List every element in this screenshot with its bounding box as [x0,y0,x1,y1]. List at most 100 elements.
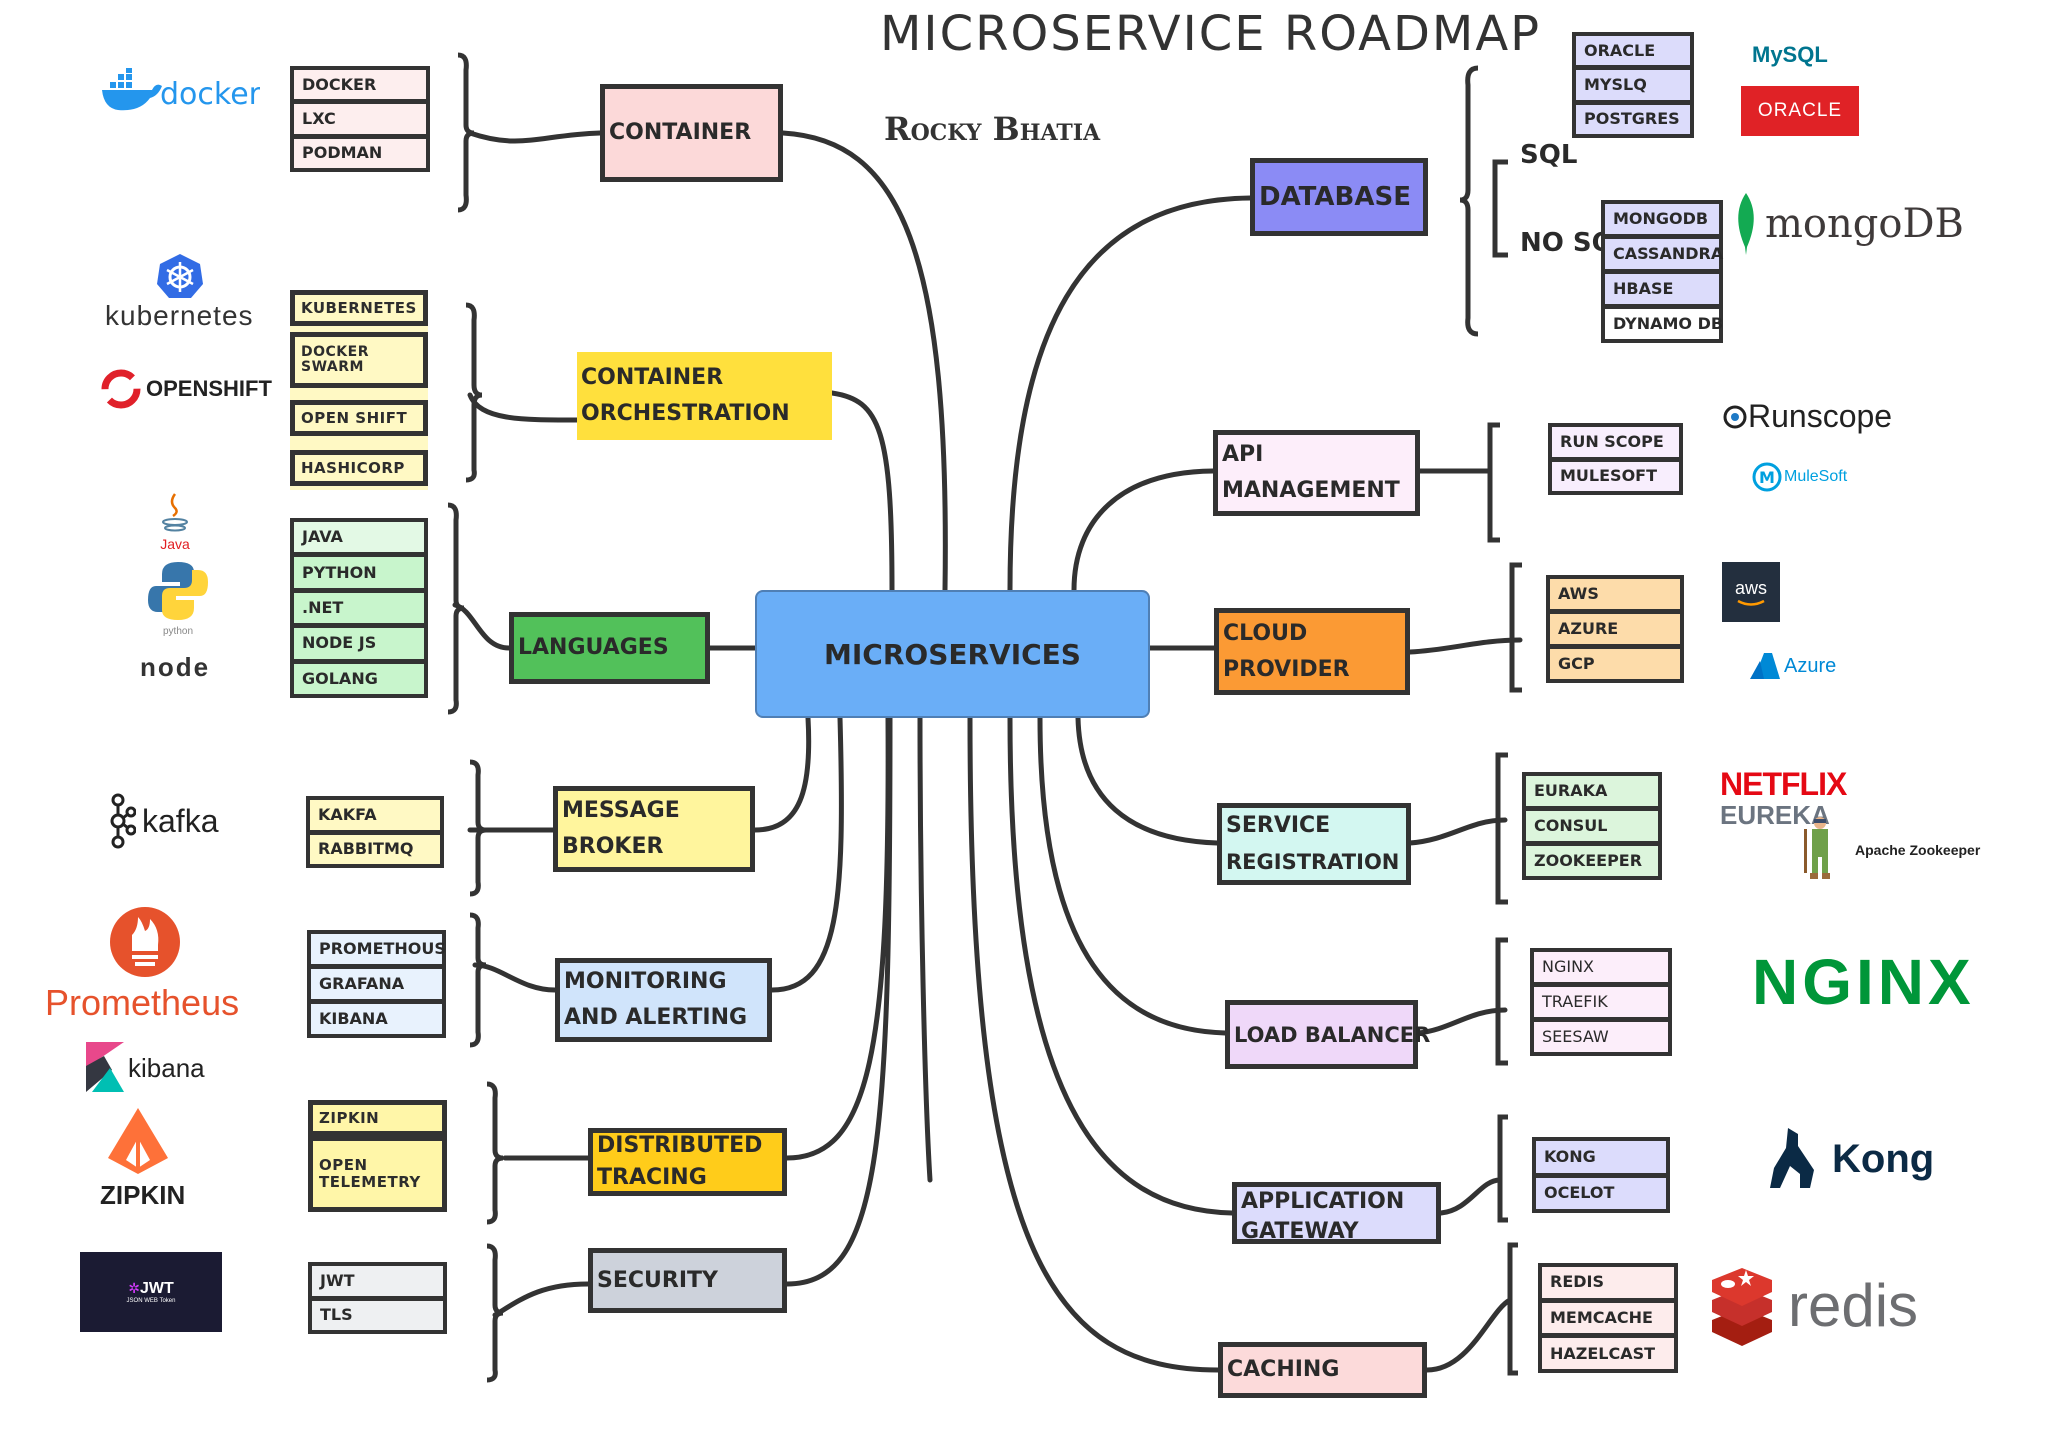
item-oracle[interactable]: ORACLE [1576,36,1690,71]
bracket-tracing [486,1081,504,1225]
item-nginx[interactable]: NGINX [1534,952,1668,987]
node-languages[interactable]: LANGUAGES [509,612,710,684]
item-prometheus[interactable]: PROMETHOUS [311,934,446,969]
kong-logo: Kong [1770,1128,1934,1190]
page-title: MICROSERVICE ROADMAP [880,6,1542,62]
item-kibana[interactable]: KIBANA [319,1009,388,1028]
item-cassandra[interactable]: CASSANDRA [1605,239,1723,274]
items-orchestration: KUBERNETES DOCKER SWARM OPEN SHIFT HASHI… [290,290,428,490]
item-consul[interactable]: CONSUL [1526,811,1658,846]
items-monitoring: PROMETHOUS GRAFANA KIBANA [307,930,446,1038]
item-mulesoft[interactable]: MULESOFT [1560,466,1658,486]
node-security[interactable]: SECURITY [588,1248,787,1313]
items-cloud-provider: AWS AZURE GCP [1546,575,1684,683]
item-ocelot[interactable]: OCELOT [1544,1183,1615,1203]
svg-text:M: M [1759,468,1775,487]
bracket-service-reg [1495,752,1508,905]
runscope-logo: Runscope [1722,398,1892,435]
kafka-logo: kafka [110,792,218,850]
node-label: API [1222,442,1264,467]
item-kafka[interactable]: KAKFA [310,800,440,835]
docker-whale-icon: docker [102,68,262,112]
wire-tracing [784,715,891,1161]
bracket-app-gateway [1497,1114,1508,1223]
item-jwt[interactable]: JWT [312,1266,443,1301]
zookeeper-figure-icon [1804,817,1830,879]
item-docker-swarm[interactable]: DOCKER SWARM [290,332,428,388]
items-nosql: MONGODB CASSANDRA HBASE DYNAMO DB [1601,200,1723,343]
item-docker[interactable]: DOCKER [294,70,426,105]
node-label: CLOUD [1223,620,1308,646]
java-logo: Java [155,492,195,552]
node-service-registration[interactable]: SERVICE REGISTRATION [1217,803,1411,885]
node-container-orchestration[interactable]: CONTAINER ORCHESTRATION [577,352,832,440]
bracket-caching [1507,1242,1518,1376]
sql-label: SQL [1520,140,1578,170]
item-rabbitmq[interactable]: RABBITMQ [318,839,414,859]
jwt-logo: ✲JWT JSON WEB Token [80,1252,222,1332]
center-node-microservices[interactable]: MICROSERVICES [755,590,1150,718]
node-label: ORCHESTRATION [581,401,790,426]
item-nodejs[interactable]: NODE JS [294,628,424,664]
center-node-label: MICROSERVICES [824,637,1081,671]
redis-stack-icon [1712,1268,1772,1346]
items-api-management: RUN SCOPE MULESOFT [1548,423,1683,495]
item-mongodb[interactable]: MONGODB [1605,204,1719,239]
item-python[interactable]: PYTHON [294,557,424,593]
item-zookeeper[interactable]: ZOOKEEPER [1534,851,1643,870]
item-kong[interactable]: KONG [1536,1141,1666,1178]
item-seesaw[interactable]: SEESAW [1542,1027,1609,1046]
item-memcache[interactable]: MEMCACHE [1542,1303,1674,1339]
node-monitoring-alerting[interactable]: MONITORING AND ALERTING [555,958,772,1042]
node-container[interactable]: CONTAINER [600,84,783,182]
item-hashicorp[interactable]: HASHICORP [290,450,428,486]
item-hbase[interactable]: HBASE [1605,274,1719,309]
item-grafana[interactable]: GRAFANA [311,969,442,1004]
wire-orchestration [829,390,895,593]
item-azure[interactable]: AZURE [1550,614,1680,649]
netflix-logo: NETFLIX [1720,766,1847,802]
item-golang[interactable]: GOLANG [302,668,378,688]
item-tls[interactable]: TLS [320,1305,353,1325]
node-load-balancer[interactable]: LOAD BALANCER [1225,1000,1430,1069]
zookeeper-logo [1800,815,1836,885]
openshift-icon [101,369,141,409]
item-open-telemetry[interactable]: OPEN TELEMETRY [308,1136,447,1212]
node-caching[interactable]: CACHING [1218,1342,1427,1398]
jwt-asterisk-icon: ✲ [128,1281,140,1297]
items-container: DOCKER LXC PODMAN [290,66,430,172]
item-java[interactable]: JAVA [294,522,424,558]
item-podman[interactable]: PODMAN [302,143,383,163]
item-runscope[interactable]: RUN SCOPE [1552,427,1679,462]
node-label: CONTAINER [609,120,752,145]
item-dynamodb[interactable]: DYNAMO DB [1605,309,1723,339]
prometheus-logo-text: Prometheus [45,982,240,1023]
item-lxc[interactable]: LXC [294,104,426,139]
node-cloud-provider[interactable]: CLOUD PROVIDER [1214,608,1410,695]
item-redis[interactable]: REDIS [1542,1267,1674,1303]
item-dotnet[interactable]: .NET [294,593,424,629]
item-eureka[interactable]: EURAKA [1526,776,1658,811]
node-api-management[interactable]: API MANAGEMENT [1213,430,1420,516]
items-languages: JAVA PYTHON .NET NODE JS GOLANG [290,518,428,698]
node-application-gateway[interactable]: APPLICATION GATEWAY [1232,1182,1441,1244]
items-security: JWT TLS [308,1262,447,1334]
node-distributed-tracing[interactable]: DISTRIBUTED TRACING [588,1128,787,1196]
node-database[interactable]: DATABASE [1250,158,1428,236]
item-postgres[interactable]: POSTGRES [1584,109,1680,129]
node-message-broker[interactable]: MESSAGE BROKER [553,786,755,872]
item-aws[interactable]: AWS [1550,579,1680,614]
item-traefik[interactable]: TRAEFIK [1534,987,1668,1022]
mongodb-leaf-icon [1738,193,1754,255]
items-app-gateway: KONG OCELOT [1532,1137,1670,1213]
item-gcp[interactable]: GCP [1558,654,1595,673]
item-open-shift[interactable]: OPEN SHIFT [290,400,428,436]
item-mysql[interactable]: MYSLQ [1576,70,1690,105]
wire-message-broker [752,715,812,833]
item-hazelcast[interactable]: HAZELCAST [1550,1343,1656,1363]
node-label: DATABASE [1259,182,1411,212]
item-zipkin[interactable]: ZIPKIN [308,1100,447,1136]
item-kubernetes[interactable]: KUBERNETES [290,290,428,326]
mulesoft-icon: M [1752,462,1782,492]
